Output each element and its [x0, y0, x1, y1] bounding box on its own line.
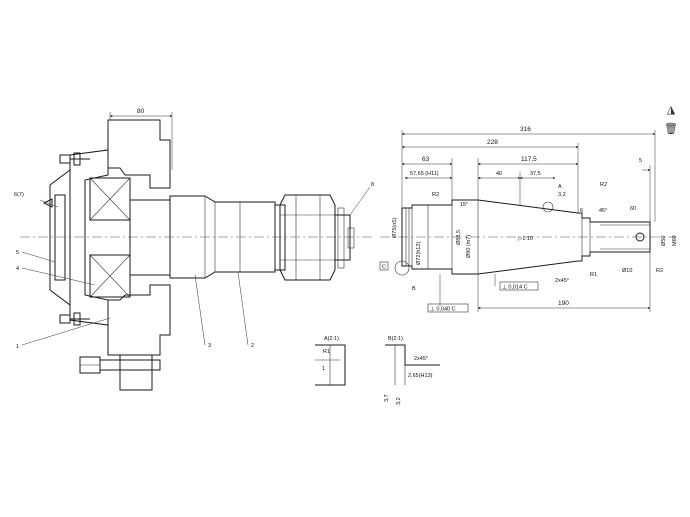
dim-57-65: 57,65 (H11) — [410, 171, 439, 177]
label-taper: ▷1:10 — [518, 236, 533, 242]
label-15: 15° — [460, 202, 468, 208]
tolerance-1: ⊥ 0,014 C — [502, 284, 528, 291]
label-m60: M60 — [672, 235, 678, 246]
label-r2-left: R2 — [432, 192, 439, 198]
grease-nipple — [42, 198, 53, 208]
label-r2-right: R2 — [600, 182, 607, 188]
detail-a-title: A(2:1) — [324, 336, 339, 342]
detail-b-marker — [394, 260, 410, 276]
detail-b-chamfer: 2x45° — [414, 356, 428, 362]
side-toolbar: ◮ 🗑 — [664, 103, 678, 141]
label-6: 6 — [580, 208, 583, 214]
callout-2: 2 — [251, 343, 254, 349]
shaft-drawing: 316 228 63 117,5 57,65 (H11) 40 37,5 5 1… — [379, 126, 678, 313]
datum-c — [379, 261, 389, 271]
callout-6-7: 6(7) — [14, 192, 24, 198]
label-c: C — [382, 265, 386, 271]
label-60: 60 — [630, 206, 636, 212]
callout-4: 4 — [16, 266, 19, 272]
detail-a-r1: R1 — [323, 349, 330, 355]
label-phi72: Ø72(h12) — [416, 242, 422, 265]
shaft-core — [129, 199, 171, 276]
dim-80: 80 — [137, 108, 145, 115]
dim-37-5: 37,5 — [530, 171, 541, 177]
detail-b-title: B(2:1) — [388, 336, 403, 342]
dim-190: 190 — [558, 300, 569, 307]
bolt-top — [59, 152, 90, 166]
label-r1: R1 — [590, 272, 597, 278]
callout-8: 8 — [371, 182, 374, 188]
trash-icon[interactable]: 🗑 — [664, 122, 678, 135]
detail-a-1: 1 — [322, 366, 325, 372]
detail-b-v2: 3,2 — [396, 397, 402, 405]
tolerance-2: ⊥ 0,040 C — [430, 306, 456, 313]
callout-5: 5 — [16, 250, 19, 256]
dim-5: 5 — [639, 158, 642, 164]
bolt-bottom — [59, 312, 90, 326]
housing-flange — [69, 149, 109, 326]
lower-stud — [79, 354, 161, 391]
callout-3: 3 — [208, 343, 211, 349]
bearing-lower — [89, 254, 131, 298]
tolerance-frame-2 — [427, 303, 469, 313]
detail-a-marker — [542, 201, 554, 213]
label-phi50: Ø50 — [661, 236, 667, 246]
label-phi10: Ø10 — [622, 268, 632, 274]
callout-1: 1 — [16, 344, 19, 350]
label-phi75: Ø75(n5) — [392, 218, 398, 238]
detail-b-view: B(2:1) 2x45° 2,65(H13) 3,7 3,2 — [384, 336, 440, 405]
bearing-upper — [89, 177, 131, 221]
nut — [279, 194, 336, 281]
detail-a-view: A(2:1) R1 1 — [315, 336, 346, 386]
assembly-view: 80 — [14, 108, 374, 391]
dim-228: 228 — [487, 139, 498, 146]
detail-b-dim: 2,65(H13) — [408, 373, 433, 379]
housing-upper — [107, 119, 171, 189]
label-a: A — [558, 184, 562, 190]
label-3-2: 3,2 — [558, 192, 566, 198]
tolerance-frame-1 — [499, 281, 539, 291]
label-b: B — [412, 286, 416, 292]
label-phi88-5: Ø88,5 — [456, 230, 462, 245]
dim-316: 316 — [520, 126, 531, 133]
label-45a: 45° — [599, 208, 607, 214]
label-r2-end: R2 — [656, 268, 663, 274]
label-phi90: Ø90 (m7) — [466, 235, 472, 258]
shaft-main — [169, 195, 276, 279]
housing-lower — [107, 284, 171, 356]
dim-63: 63 — [422, 156, 430, 163]
end-cover — [49, 169, 71, 306]
shape-tool-icon[interactable]: ◮ — [666, 103, 676, 116]
dim-117-5: 117,5 — [521, 156, 537, 163]
dim-40: 40 — [496, 171, 502, 177]
detail-b-v1: 3,7 — [384, 394, 390, 402]
label-chamfer: 2x45° — [555, 278, 569, 284]
